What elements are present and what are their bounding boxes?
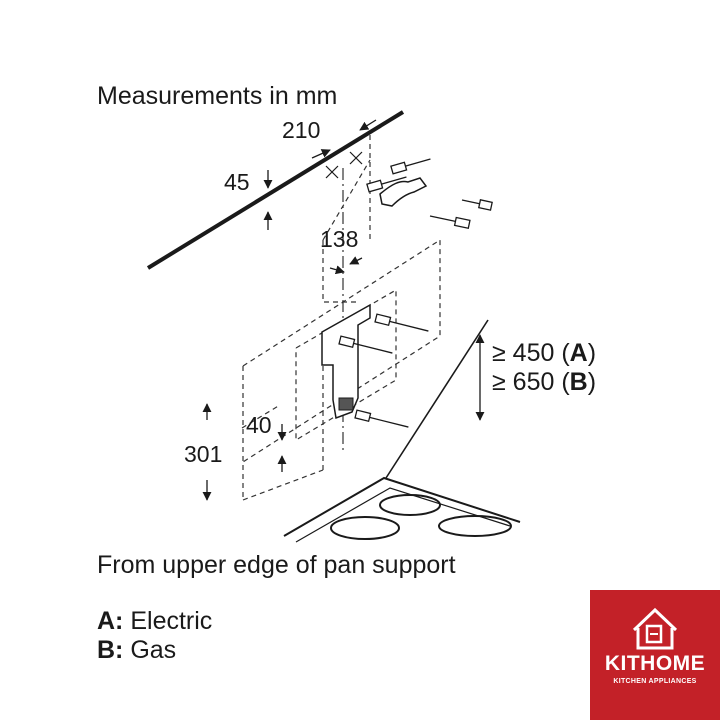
dimension-40: 40 <box>246 412 272 438</box>
wall-bracket <box>321 303 371 420</box>
legend-label: Electric <box>123 607 213 635</box>
legend-key: B: <box>97 636 124 664</box>
drill-hole-markers <box>325 151 363 179</box>
diagram-subtitle: From upper edge of pan support <box>97 551 456 579</box>
dimension-45: 45 <box>224 169 250 195</box>
clearance-electric-key: A <box>569 339 588 367</box>
legend-label: Gas <box>123 636 177 664</box>
wall-edge-line <box>146 110 405 270</box>
dimension-210: 210 <box>282 117 320 143</box>
top-hook-bracket <box>379 177 428 207</box>
clearance-electric-suffix: ) <box>587 339 597 367</box>
clearance-gas-key: B <box>569 368 588 396</box>
house-icon <box>632 607 678 650</box>
wall-plugs <box>338 158 493 428</box>
clearance-electric: ≥ 450 (A) <box>492 341 596 366</box>
legend-item-gas: B: Gas <box>97 638 176 663</box>
dimension-lines <box>202 119 485 501</box>
brand-logo: KITHOME KITCHEN APPLIANCES <box>590 590 720 720</box>
clearance-gas-suffix: ) <box>587 368 597 396</box>
dimension-301: 301 <box>184 441 222 467</box>
hob-outline <box>283 319 521 543</box>
dimension-138: 138 <box>320 226 358 252</box>
legend-item-electric: A: Electric <box>97 609 212 634</box>
clearance-electric-prefix: ≥ 450 ( <box>492 339 570 367</box>
clearance-gas: ≥ 650 (B) <box>492 370 596 395</box>
diagram-title: Measurements in mm <box>97 82 338 110</box>
clearance-gas-prefix: ≥ 650 ( <box>492 368 570 396</box>
brand-name: KITHOME <box>604 652 706 675</box>
legend-key: A: <box>97 607 124 635</box>
brand-tagline: KITCHEN APPLIANCES <box>613 678 697 685</box>
